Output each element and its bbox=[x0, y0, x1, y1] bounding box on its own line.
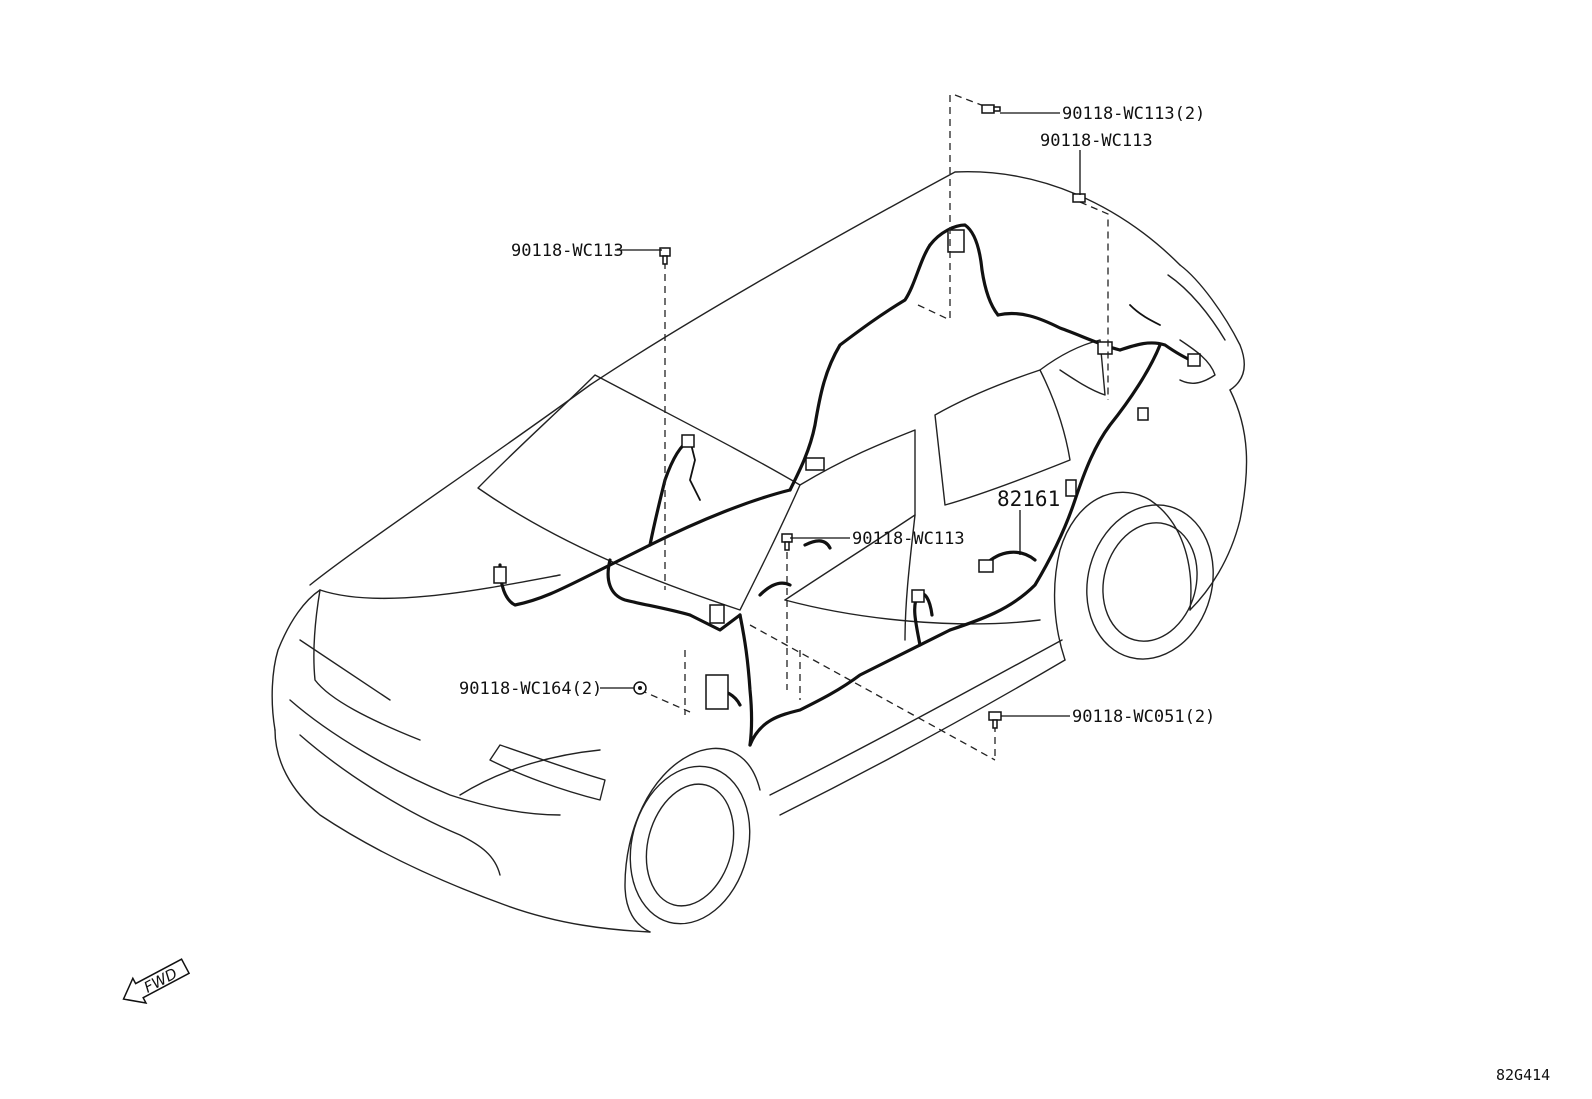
part-labels: 90118-WC113(2) 90118-WC113 90118-WC113 9… bbox=[459, 104, 1215, 727]
connector-roof-rear bbox=[1097, 341, 1113, 355]
connector-front-left bbox=[493, 566, 507, 584]
connector-floor bbox=[911, 589, 925, 603]
bolt-mid bbox=[781, 533, 793, 551]
junction-box-floor bbox=[705, 674, 729, 710]
connector-rear-side bbox=[1137, 407, 1149, 421]
diagram-code: 82G414 bbox=[1496, 1066, 1550, 1084]
nut-front bbox=[633, 681, 647, 695]
fasteners bbox=[633, 104, 1086, 729]
connector-dash-center bbox=[709, 604, 725, 624]
connector-82161 bbox=[978, 559, 994, 573]
bolt-left bbox=[659, 247, 671, 265]
connectors bbox=[493, 229, 1201, 710]
connector-dash bbox=[681, 434, 695, 448]
label-bolt-left: 90118-WC113 bbox=[511, 241, 624, 261]
leader-lines bbox=[600, 112, 1081, 717]
label-bolt-bottom: 90118-WC051(2) bbox=[1072, 707, 1215, 727]
connector-a-pillar bbox=[805, 457, 825, 471]
connector-rear bbox=[1187, 353, 1201, 367]
connector-right-side bbox=[1065, 479, 1077, 497]
label-nut-front: 90118-WC164(2) bbox=[459, 679, 602, 699]
label-bolt-mid: 90118-WC113 bbox=[852, 529, 965, 549]
bolt-bottom bbox=[988, 711, 1002, 729]
label-bolt-top-b: 90118-WC113 bbox=[1040, 131, 1153, 151]
installation-guide-lines bbox=[639, 94, 1109, 761]
wiring-harness bbox=[498, 223, 1197, 747]
connector-roof-front bbox=[947, 229, 965, 253]
forward-direction-arrow: FWD bbox=[122, 958, 191, 1004]
bolt-top-a bbox=[981, 104, 1001, 114]
label-bolt-top-a: 90118-WC113(2) bbox=[1062, 104, 1205, 124]
bolt-top-b bbox=[1072, 193, 1086, 203]
fwd-label: FWD bbox=[141, 964, 180, 996]
label-part-82161: 82161 bbox=[997, 487, 1060, 511]
vehicle-body-outline bbox=[271, 171, 1248, 933]
